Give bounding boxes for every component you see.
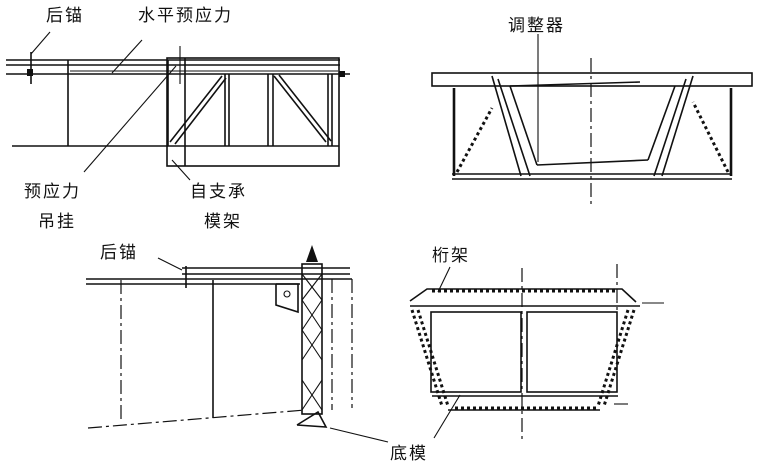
- right-strut: [691, 101, 730, 173]
- bottom-form-support: [296, 410, 328, 428]
- diagonal-brace: [273, 75, 327, 143]
- leader-horizontal-prestress: [111, 39, 143, 74]
- vertical-truss: [301, 263, 323, 415]
- cell-right: [526, 311, 618, 393]
- jack: [306, 245, 318, 262]
- label-prestress-hanger-1: 预应力: [24, 182, 81, 202]
- label-rear-anchor-a: 后锚: [46, 6, 84, 26]
- rear-anchor-block: [27, 69, 33, 76]
- formwork-frame: [166, 57, 340, 167]
- label-horizontal-prestress: 水平预应力: [138, 6, 233, 26]
- panel-d-section: [409, 264, 664, 440]
- leader-self-supporting: [171, 159, 191, 181]
- panel-b-section: [431, 34, 753, 206]
- leader-truss: [437, 266, 451, 293]
- leader-bottom-form: [329, 427, 389, 443]
- label-adjuster: 调整器: [508, 16, 565, 36]
- bracket: [275, 283, 299, 314]
- leader-rear-anchor: [30, 31, 51, 55]
- diagonal-brace: [169, 75, 223, 143]
- label-rear-anchor-c: 后锚: [100, 243, 138, 263]
- left-strut: [455, 107, 494, 173]
- label-bottom-form: 底模: [390, 444, 428, 464]
- left-web-truss: [410, 309, 444, 407]
- web-left-outer: [491, 75, 522, 177]
- girder-soffit: [87, 409, 306, 429]
- top-slab-outer: [409, 288, 637, 303]
- leader-prestress-hanger: [83, 65, 177, 173]
- label-self-supporting-2: 模架: [204, 212, 242, 232]
- cell-bottom: [536, 159, 649, 166]
- web-right-outer: [661, 75, 694, 177]
- label-truss: 桁架: [432, 246, 470, 266]
- front-anchor-block: [339, 71, 345, 77]
- leader-rear-anchor: [157, 257, 183, 271]
- web-right-inner: [647, 85, 676, 161]
- label-self-supporting-1: 自支承: [190, 182, 247, 202]
- cell-left: [430, 311, 522, 393]
- panel-a-elevation: [6, 31, 350, 181]
- top-slab: [431, 72, 753, 87]
- right-web-truss: [602, 309, 636, 407]
- label-prestress-hanger-2: 吊挂: [38, 212, 76, 232]
- leader-bottom-form: [433, 394, 461, 439]
- web-left-inner: [509, 85, 538, 166]
- panel-c-elevation: [86, 245, 389, 443]
